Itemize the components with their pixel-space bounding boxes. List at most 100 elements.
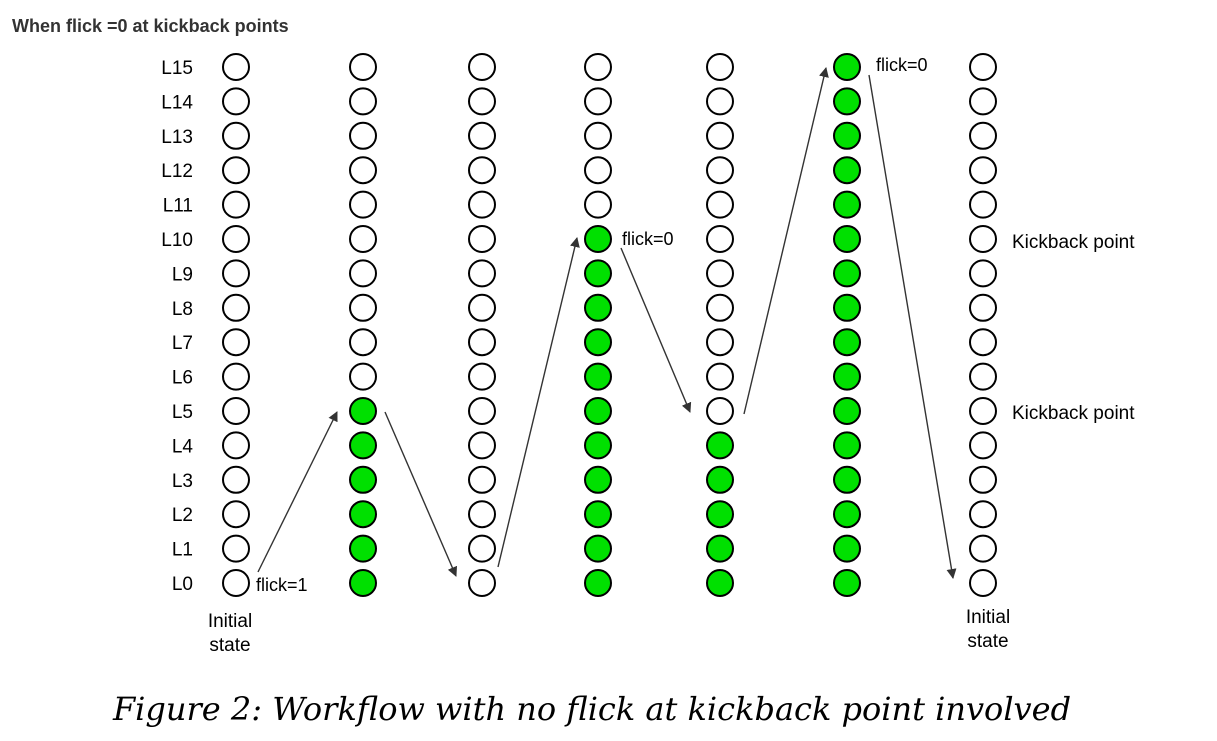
initial-state-left-line1: Initial xyxy=(208,611,252,632)
filled-level-circle xyxy=(833,500,861,529)
filled-level-circle xyxy=(584,259,612,288)
empty-level-circle xyxy=(222,53,250,81)
filled-level-circle xyxy=(833,362,861,391)
level-columns xyxy=(222,53,997,597)
empty-level-circle xyxy=(222,87,250,116)
filled-level-circle xyxy=(833,53,861,81)
level-label: L15 xyxy=(161,58,193,79)
empty-level-circle xyxy=(468,431,496,460)
level-label: L9 xyxy=(172,264,193,285)
empty-level-circle xyxy=(222,156,250,185)
empty-level-circle xyxy=(468,397,496,425)
empty-level-circle xyxy=(222,431,250,460)
empty-level-circle xyxy=(222,293,250,322)
filled-level-circle xyxy=(584,293,612,322)
initial-state-right-line1: Initial xyxy=(966,607,1010,628)
kickback-point-upper: Kickback point xyxy=(1012,232,1135,253)
empty-level-circle xyxy=(969,465,997,494)
empty-level-circle xyxy=(349,328,377,357)
initial-state-left-line2: state xyxy=(209,635,250,656)
level-column xyxy=(584,53,612,597)
filled-level-circle xyxy=(706,534,734,563)
filled-level-circle xyxy=(706,569,734,597)
empty-level-circle xyxy=(969,156,997,185)
empty-level-circle xyxy=(468,328,496,357)
empty-level-circle xyxy=(468,190,496,219)
empty-level-circle xyxy=(222,500,250,529)
figure-caption: Figure 2: Workflow with no flick at kick… xyxy=(112,690,1071,728)
empty-level-circle xyxy=(222,259,250,288)
level-column xyxy=(706,53,734,597)
level-label: L1 xyxy=(172,540,193,561)
empty-level-circle xyxy=(349,293,377,322)
empty-level-circle xyxy=(468,362,496,391)
filled-level-circle xyxy=(584,362,612,391)
empty-level-circle xyxy=(349,121,377,150)
filled-level-circle xyxy=(349,534,377,563)
filled-level-circle xyxy=(833,397,861,425)
initial-state-right-line2: state xyxy=(967,631,1008,652)
empty-level-circle xyxy=(969,500,997,529)
empty-level-circle xyxy=(969,190,997,219)
transition-arrow xyxy=(384,411,458,577)
empty-level-circle xyxy=(706,190,734,219)
filled-level-circle xyxy=(584,328,612,357)
transition-arrow xyxy=(497,237,580,568)
flick-l15-label: flick=0 xyxy=(876,55,928,75)
empty-level-circle xyxy=(706,121,734,150)
transition-arrow xyxy=(743,67,829,415)
empty-level-circle xyxy=(349,225,377,253)
empty-level-circle xyxy=(969,534,997,563)
empty-level-circle xyxy=(584,53,612,81)
level-label: L7 xyxy=(172,333,193,354)
empty-level-circle xyxy=(222,225,250,253)
empty-level-circle xyxy=(969,293,997,322)
empty-level-circle xyxy=(584,156,612,185)
level-label: L8 xyxy=(172,299,193,320)
empty-level-circle xyxy=(468,87,496,116)
filled-level-circle xyxy=(833,225,861,253)
level-label: L12 xyxy=(161,161,193,182)
level-label: L2 xyxy=(172,505,193,526)
empty-level-circle xyxy=(349,87,377,116)
empty-level-circle xyxy=(706,156,734,185)
transition-arrows xyxy=(257,67,957,579)
kickback-point-lower: Kickback point xyxy=(1012,403,1135,424)
filled-level-circle xyxy=(349,569,377,597)
transition-arrow xyxy=(620,247,692,413)
level-label: L14 xyxy=(161,92,193,113)
filled-level-circle xyxy=(833,156,861,185)
empty-level-circle xyxy=(706,87,734,116)
filled-level-circle xyxy=(833,259,861,288)
filled-level-circle xyxy=(584,500,612,529)
empty-level-circle xyxy=(468,293,496,322)
level-column xyxy=(833,53,861,597)
empty-level-circle xyxy=(969,569,997,597)
level-column xyxy=(468,53,496,597)
empty-level-circle xyxy=(349,259,377,288)
empty-level-circle xyxy=(222,534,250,563)
header-title: When flick =0 at kickback points xyxy=(12,16,289,36)
empty-level-circle xyxy=(969,225,997,253)
filled-level-circle xyxy=(833,87,861,116)
empty-level-circle xyxy=(468,259,496,288)
empty-level-circle xyxy=(222,397,250,425)
filled-level-circle xyxy=(833,190,861,219)
flick-start-label: flick=1 xyxy=(256,575,308,595)
filled-level-circle xyxy=(833,534,861,563)
filled-level-circle xyxy=(833,465,861,494)
filled-level-circle xyxy=(833,121,861,150)
empty-level-circle xyxy=(584,190,612,219)
filled-level-circle xyxy=(706,431,734,460)
transition-arrow xyxy=(257,411,338,573)
level-label: L6 xyxy=(172,368,193,389)
filled-level-circle xyxy=(349,431,377,460)
empty-level-circle xyxy=(969,431,997,460)
filled-level-circle xyxy=(833,431,861,460)
filled-level-circle xyxy=(349,465,377,494)
empty-level-circle xyxy=(969,87,997,116)
empty-level-circle xyxy=(468,500,496,529)
empty-level-circle xyxy=(706,53,734,81)
